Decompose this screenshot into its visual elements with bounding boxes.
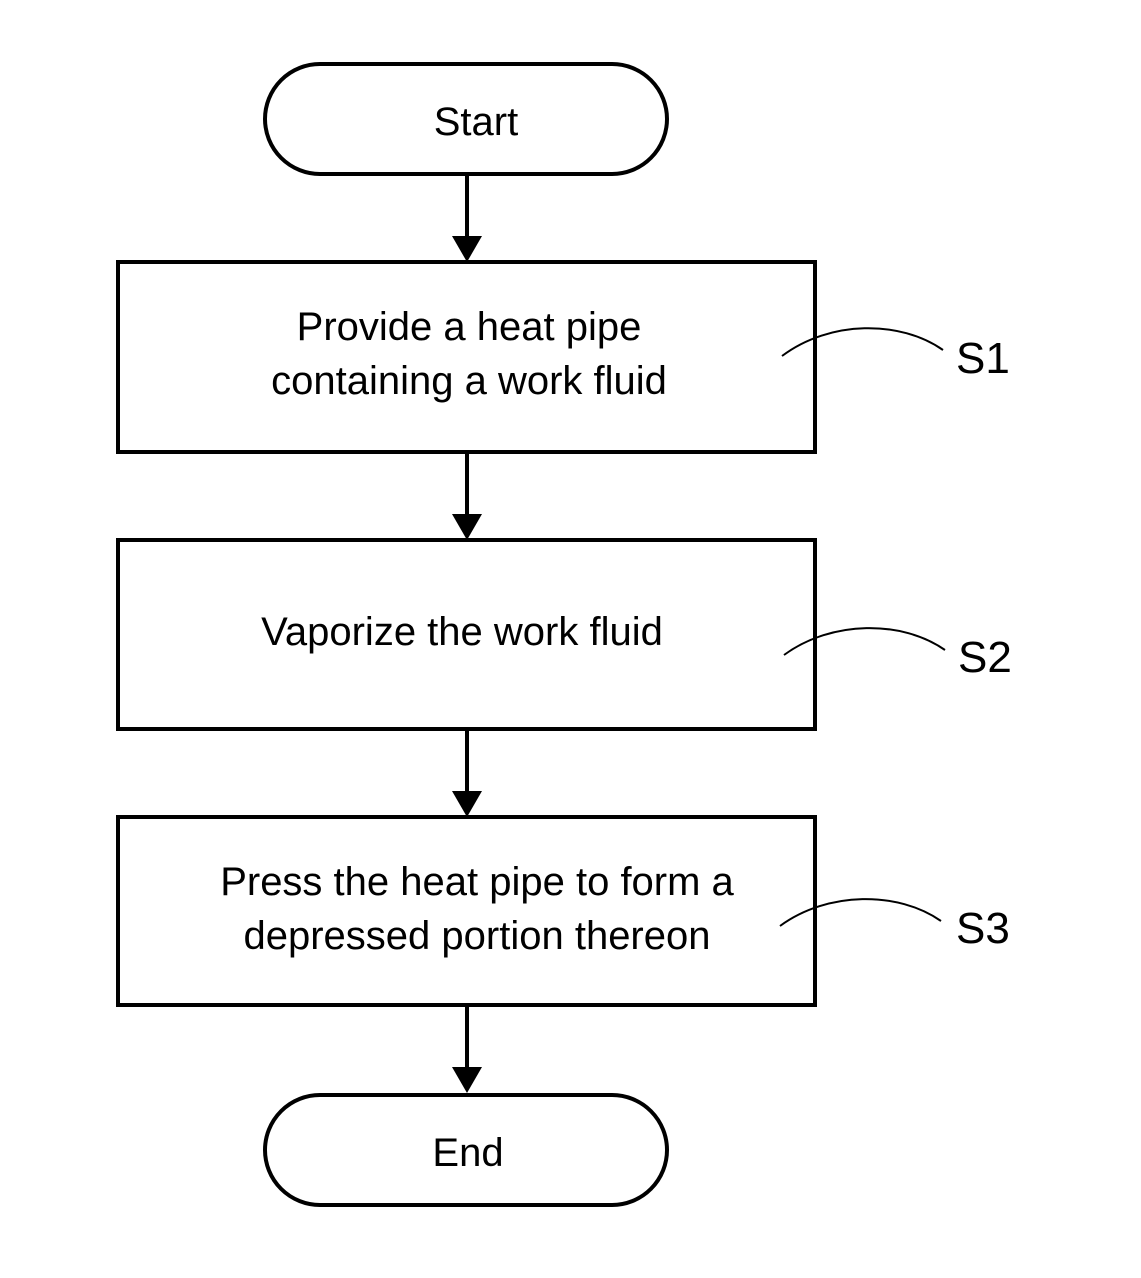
step-box-s1 [118,262,815,452]
arrowhead-s1-s2 [452,514,482,540]
step-s1-text-line-2: containing a work fluid [271,359,667,403]
step-s1-id: S1 [956,334,1010,383]
step-s2-id: S2 [958,633,1012,682]
arrowhead-s2-s3 [452,791,482,817]
step-s3-text-line-2: depressed portion thereon [244,914,711,958]
arrowhead-start-s1 [452,236,482,262]
step-s3-text-line-1: Press the heat pipe to form a [220,860,734,904]
end-label: End [432,1131,503,1175]
step-s1-text-line-1: Provide a heat pipe [297,305,642,349]
start-label: Start [434,100,518,144]
arrowhead-s3-end [452,1067,482,1093]
step-box-s3 [118,817,815,1005]
step-s2-text-line-1: Vaporize the work fluid [261,610,663,654]
step-s3-id: S3 [956,904,1010,953]
